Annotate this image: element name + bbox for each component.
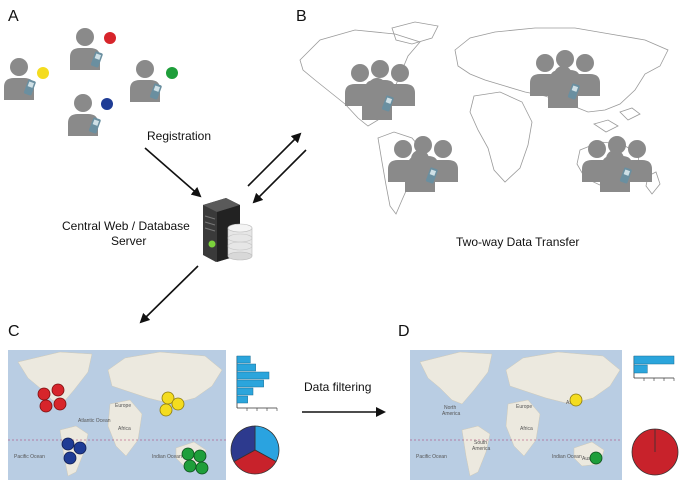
histogram-d-bar [633,364,648,374]
arrow-world-to-server [252,149,307,204]
map-c-label-atlantic: Atlantic Ocean [78,418,111,424]
database-icon [227,223,253,261]
map-c-label-pacific: Pacific Ocean [14,454,45,460]
histogram-c-bar [236,363,256,372]
map-c-label-indian: Indian Ocean [152,454,182,460]
histogram-c-bar [236,371,270,380]
map-c-label-europe: Europe [115,403,131,409]
map-d-label-africa: Africa [520,426,533,432]
server-label-line2: Server [111,234,146,248]
map-c-green-markers [181,447,209,475]
pie-chart-c-slice [254,425,280,463]
map-d-label-europe: Europe [516,404,532,410]
registration-label: Registration [147,129,211,143]
server-label-line1: Central Web / Database [62,219,190,233]
histogram-c-bar [236,387,254,396]
user-icon-yellow [4,58,49,100]
map-c-label-africa: Africa [118,426,131,432]
data-filtering-label: Data filtering [304,380,371,394]
arrow-registration-to-server [144,147,202,198]
map-c-red-markers [37,383,67,413]
map-d-label-pacific: Pacific Ocean [416,454,447,460]
histogram-c-bar [236,355,251,364]
histogram-d-bar [633,355,675,365]
user-icon-green [130,60,178,102]
map-c: Atlantic Ocean Europe Africa Pacific Oce… [8,350,226,480]
histogram-c [236,355,278,411]
arrow-server-to-world [247,132,302,187]
user-group-australia [582,136,652,192]
map-d-label-south: South [474,440,487,446]
map-d-label-america-2: America [472,446,491,452]
map-c-blue-markers [61,437,87,465]
map-d-label-indian: Indian Ocean [552,454,582,460]
map-d: North America South America Europe Afric… [410,350,622,480]
two-way-transfer-label: Two-way Data Transfer [456,235,579,249]
histogram-c-bar [236,379,264,388]
map-c-yellow-markers [159,391,185,417]
panel-letter-b: B [296,8,307,25]
user-group-asia [530,50,600,108]
panel-letter-a: A [8,8,19,25]
map-d-label-north-1: North [444,405,456,411]
user-icon-red [70,28,116,70]
user-group-south-america [388,136,458,192]
histogram-d [633,355,675,381]
map-d-label-america-1: America [442,411,461,417]
arrow-server-to-map-c [139,265,199,324]
user-icon-blue [68,94,113,136]
panel-letter-d: D [398,323,410,340]
user-group-north-america [345,60,415,120]
pie-chart-d [631,428,679,476]
map-d-green-marker [589,451,603,465]
panel-letter-c: C [8,323,20,340]
map-d-yellow-marker [569,393,583,407]
map-d-label-australia: Aus [582,456,591,462]
pie-chart-c-slice [230,425,256,463]
histogram-c-bar [236,395,248,404]
pie-chart-c [230,425,280,475]
